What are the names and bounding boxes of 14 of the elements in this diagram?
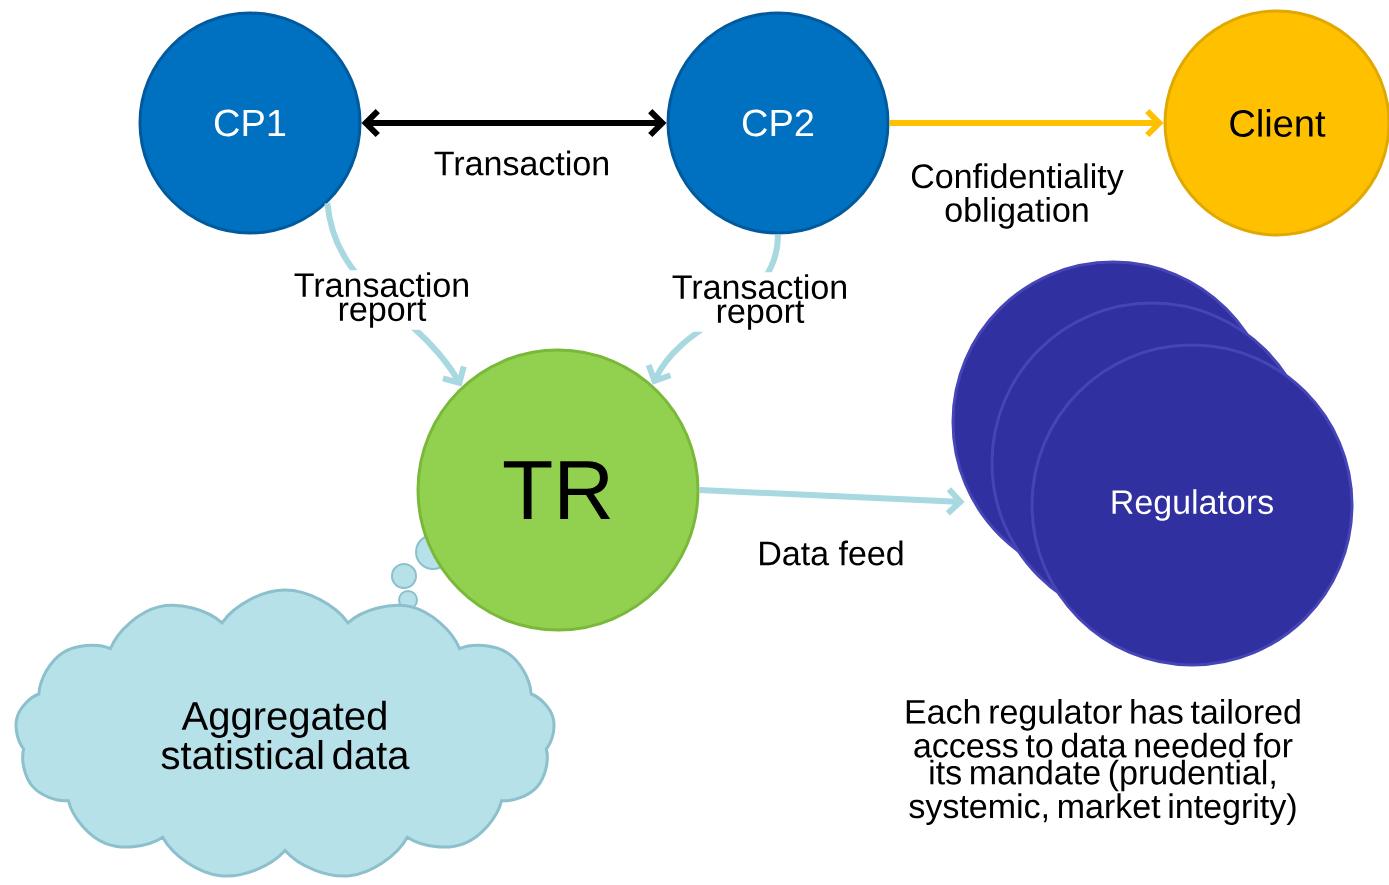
arrow [361, 108, 667, 138]
edge-label: Confidentiality obligation [890, 161, 1144, 231]
edge-label: Transaction report [658, 272, 862, 332]
stacked-circles: Regulators [951, 260, 1354, 667]
caption-text: Each regulator has tailored access to data needed for its mandate (prudential, systemic, market integrity) [906, 699, 1300, 826]
circle-node: Client [1163, 9, 1389, 237]
arrow [699, 487, 965, 516]
edge-label: Transaction report [280, 270, 484, 330]
edge-label: Data feed [755, 538, 907, 568]
circle-node: CP2 [666, 11, 890, 235]
circle-node: CP1 [138, 11, 362, 235]
edge-label: Transaction [431, 148, 613, 178]
circle-node: TR [416, 348, 700, 632]
arrow [889, 108, 1164, 138]
